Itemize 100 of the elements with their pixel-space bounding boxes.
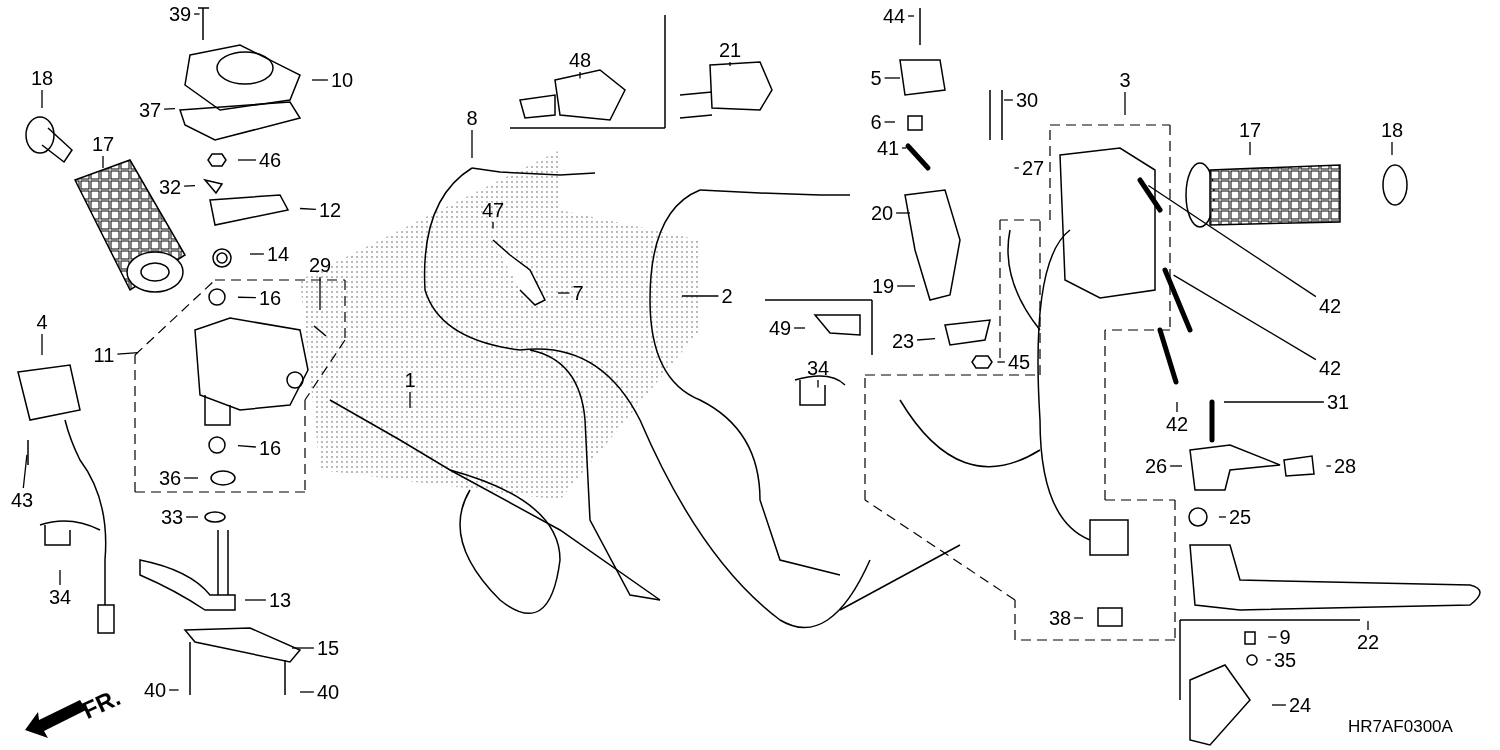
callout-number: 18 <box>1379 119 1405 141</box>
leader-line <box>557 292 571 294</box>
callout-number: 11 <box>92 344 116 366</box>
leader-line <box>1267 636 1278 638</box>
leader-line <box>883 77 901 79</box>
leader-line <box>41 333 43 356</box>
callout-number: 19 <box>870 275 896 297</box>
callout-number: 45 <box>1006 351 1032 373</box>
callout-number: 16 <box>257 437 283 459</box>
callout-number: 5 <box>869 67 883 89</box>
leader-line <box>183 184 196 187</box>
leader-line <box>1249 141 1251 156</box>
leader-line <box>996 361 1006 363</box>
leader-line <box>901 147 907 149</box>
leader-line <box>409 391 411 409</box>
callout-number: 33 <box>159 506 185 528</box>
leader-line <box>237 296 257 299</box>
callout-number: 6 <box>869 111 883 133</box>
leader-line <box>1073 617 1084 619</box>
leader-line <box>237 159 257 161</box>
callout-number: 13 <box>267 589 293 611</box>
leader-line <box>1176 401 1178 413</box>
callout-number: 42 <box>1317 295 1343 317</box>
leader-line <box>883 121 896 123</box>
callout-number: 30 <box>1014 89 1040 111</box>
callout-number: 4 <box>35 311 49 333</box>
leader-line <box>168 689 180 691</box>
leader-line <box>299 691 315 693</box>
callout-number: 36 <box>157 467 183 489</box>
callout-number: 44 <box>881 5 907 27</box>
leader-line <box>102 155 104 169</box>
leader-line <box>895 212 911 214</box>
leader-line <box>729 61 731 67</box>
callout-number: 7 <box>571 282 585 304</box>
callout-number: 42 <box>1164 413 1190 435</box>
leader-line <box>299 207 317 210</box>
callout-number: 42 <box>1317 357 1343 379</box>
leader-line <box>311 79 329 81</box>
leader-line <box>1367 620 1369 631</box>
leader-line <box>579 71 581 80</box>
leader-line <box>681 295 720 297</box>
callout-number: 27 <box>1020 157 1046 179</box>
leader-line <box>1325 465 1332 467</box>
callout-number: 35 <box>1272 649 1298 671</box>
callout-number: 39 <box>167 3 193 25</box>
callout-number: 43 <box>9 489 35 511</box>
callout-number: 9 <box>1278 626 1292 648</box>
leader-line <box>1124 91 1126 116</box>
leader-line <box>1013 167 1020 169</box>
callout-number: 31 <box>1325 391 1351 413</box>
callout-number: 8 <box>465 107 479 129</box>
callout-number: 32 <box>157 176 183 198</box>
leader-line <box>41 89 43 109</box>
callout-number: 20 <box>869 202 895 224</box>
callout-number: 41 <box>875 137 901 159</box>
callout-number: 22 <box>1355 631 1381 653</box>
leader-line <box>163 107 176 110</box>
leader-line <box>1218 516 1227 518</box>
callout-number: 28 <box>1332 455 1358 477</box>
callout-number: 17 <box>90 133 116 155</box>
leader-line <box>1391 141 1393 156</box>
callout-number: 16 <box>257 287 283 309</box>
leader-line <box>907 15 915 17</box>
callout-number: 40 <box>315 681 341 703</box>
leader-line <box>793 327 806 329</box>
callout-number: 10 <box>329 69 355 91</box>
leader-line <box>817 379 819 389</box>
leader-line <box>59 569 61 586</box>
leader-line <box>22 454 28 489</box>
leader-line <box>193 13 201 15</box>
leader-line <box>319 276 321 311</box>
callout-number: 14 <box>265 243 291 265</box>
leader-line <box>183 477 199 479</box>
callout-number: 21 <box>717 39 743 61</box>
leader-line <box>116 352 139 355</box>
callout-number: 48 <box>567 49 593 71</box>
callout-number: 38 <box>1047 607 1073 629</box>
leader-line <box>291 647 315 649</box>
leader-line <box>916 338 936 341</box>
leader-line <box>492 221 494 230</box>
callout-number: 24 <box>1287 694 1313 716</box>
leader-line <box>244 599 267 601</box>
callout-number: 40 <box>142 679 168 701</box>
callout-number: 37 <box>137 99 163 121</box>
callout-number: 3 <box>1118 69 1132 91</box>
leader-line <box>1169 465 1183 467</box>
callout-number: 15 <box>315 637 341 659</box>
leader-line <box>1147 184 1317 298</box>
callout-number: 34 <box>805 357 831 379</box>
leader-line <box>1223 401 1325 403</box>
leader-line <box>471 129 473 159</box>
callout-number: 18 <box>29 67 55 89</box>
callout-number: 25 <box>1227 506 1253 528</box>
callout-number: 47 <box>480 199 506 221</box>
leader-line <box>185 516 199 518</box>
callout-number: 29 <box>307 254 333 276</box>
callout-number: 23 <box>890 330 916 352</box>
callout-number: 34 <box>47 586 73 608</box>
callout-number: 46 <box>257 149 283 171</box>
callout-number: 12 <box>317 199 343 221</box>
